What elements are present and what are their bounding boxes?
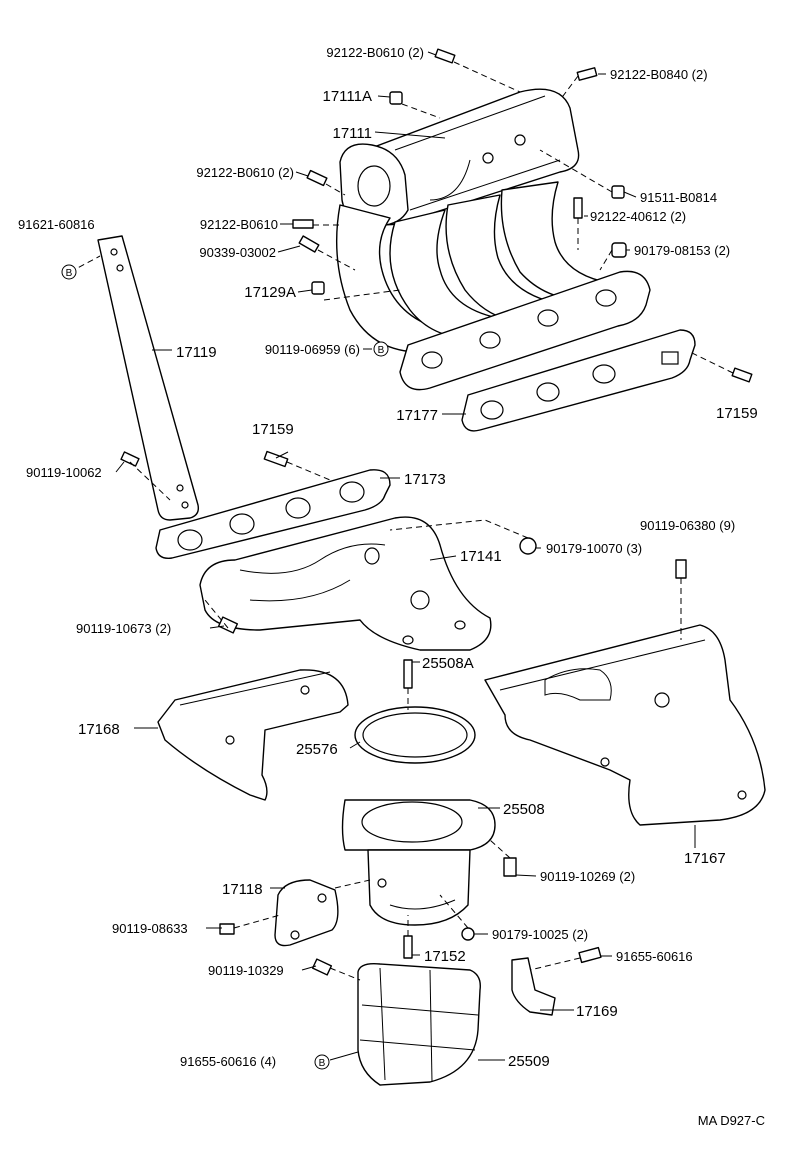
part-label: 25508A: [422, 655, 474, 672]
diagram-code: MA D927-C: [698, 1113, 765, 1128]
part-label: 17168: [78, 721, 120, 738]
manifold-stay-17119: [97, 235, 200, 521]
part-label: 92122-40612 (2): [590, 209, 686, 224]
ref-badge-lower: B: [314, 1054, 330, 1070]
alignment-dashes: [69, 61, 734, 981]
bracket-17118: [274, 879, 339, 947]
part-label: 90119-08633: [112, 921, 188, 936]
part-label: 90179-08153 (2): [634, 243, 730, 258]
intake-manifold-17111: [335, 88, 651, 391]
svg-text:B: B: [319, 1058, 326, 1069]
part-label: 90339-03002: [199, 245, 276, 260]
exhaust-pipe-converter-25508: [341, 799, 496, 926]
part-labels: 92122-B0610 (2) 92122-B0840 (2) 17111A 1…: [18, 45, 758, 1070]
part-label: 17159: [716, 405, 758, 422]
part-label: 90179-10070 (3): [546, 541, 642, 556]
leader-lines: [115, 51, 696, 1061]
part-label: 90119-06959 (6): [265, 342, 360, 357]
part-label: 90119-10673 (2): [76, 621, 171, 636]
part-label: 17177: [396, 407, 438, 424]
part-label: 91655-60616: [616, 949, 693, 964]
svg-text:B: B: [378, 345, 385, 356]
part-label: 91655-60616 (4): [180, 1054, 276, 1069]
exhaust-manifold-17141: [199, 516, 492, 651]
ref-badge-gasket: B: [373, 341, 389, 357]
heat-insulator-25509: [357, 962, 481, 1086]
part-label: 17159: [252, 421, 294, 438]
heat-insulator-17167: [484, 624, 766, 826]
bracket-17169: [511, 957, 556, 1016]
part-label: 91511-B0814: [640, 190, 717, 205]
part-label: 90119-10329: [208, 963, 284, 978]
part-label: 17167: [684, 850, 726, 867]
gasket-ring-25576: [354, 706, 476, 764]
part-label: 92122-B0610 (2): [326, 45, 424, 60]
part-label: 92122-B0610: [200, 217, 278, 232]
part-label: 17118: [222, 881, 263, 898]
part-label: 90119-06380 (9): [640, 518, 735, 533]
part-label: 90119-10062: [26, 465, 102, 480]
part-label: 17111: [333, 125, 373, 142]
part-label: 17152: [424, 948, 466, 965]
ref-badge-upper: B: [61, 264, 77, 280]
heat-insulator-17168: [157, 669, 349, 801]
part-label: 92122-B0840 (2): [610, 67, 708, 82]
part-label: 17129A: [244, 284, 296, 301]
part-label: 25508: [503, 801, 545, 818]
part-label: 17119: [176, 344, 217, 361]
part-label: 90179-10025 (2): [492, 927, 588, 942]
svg-text:B: B: [66, 268, 73, 279]
part-label: 25509: [508, 1053, 550, 1070]
part-label: 92122-B0610 (2): [196, 165, 294, 180]
part-label: 90119-10269 (2): [540, 869, 635, 884]
part-label: 17141: [460, 548, 502, 565]
exhaust-gasket-17173: [155, 469, 391, 559]
part-label: 17169: [576, 1003, 618, 1020]
part-label: 91621-60816: [18, 217, 95, 232]
part-label: 25576: [296, 741, 338, 758]
intake-gasket-17177: [461, 329, 696, 432]
part-label: 17111A: [323, 88, 373, 105]
part-label: 17173: [404, 471, 446, 488]
